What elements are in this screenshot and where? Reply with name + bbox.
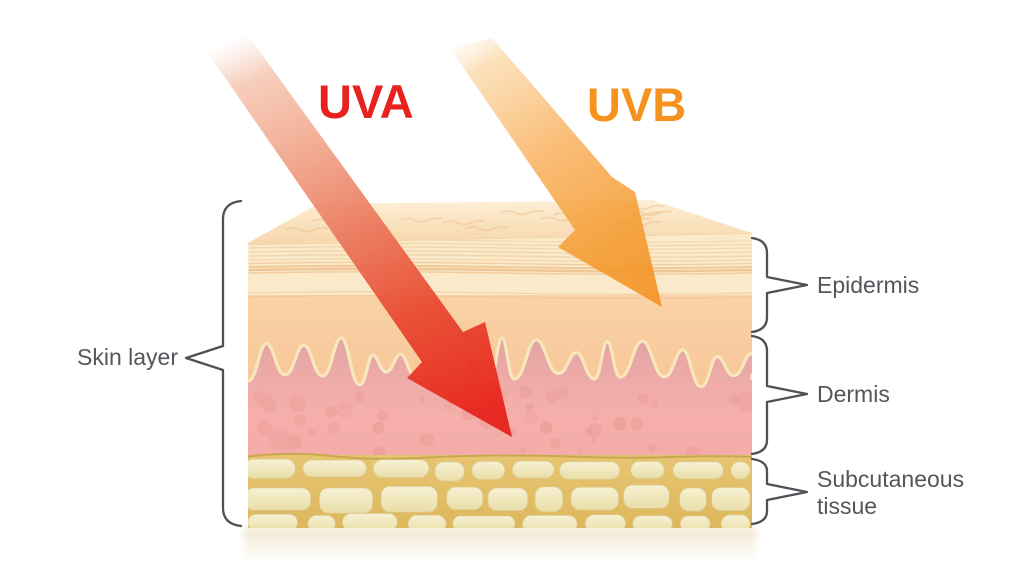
skin-block bbox=[248, 200, 752, 528]
dermis-brace bbox=[750, 334, 809, 456]
uva-ray-arrow bbox=[185, 12, 512, 437]
subcutaneous-brace bbox=[750, 457, 809, 526]
dermis-label: Dermis bbox=[817, 381, 890, 407]
uvb-ray-label: UVB bbox=[587, 78, 687, 131]
uva-ray-label: UVA bbox=[318, 75, 414, 128]
uvb-ray-arrow bbox=[450, 38, 662, 307]
skin-layer-label: Skin layer bbox=[77, 344, 178, 370]
skin-layer-brace bbox=[184, 199, 243, 528]
stratum-corneum-lines bbox=[248, 239, 752, 299]
subcutaneous-label: Subcutaneous tissue bbox=[817, 466, 965, 519]
subcutaneous-boundary bbox=[248, 452, 752, 460]
block-shadow bbox=[244, 528, 756, 564]
papillae-boundary bbox=[248, 336, 752, 389]
fat-cells bbox=[248, 458, 751, 528]
epidermis-label: Epidermis bbox=[817, 272, 920, 298]
epidermis-brace bbox=[750, 236, 809, 334]
